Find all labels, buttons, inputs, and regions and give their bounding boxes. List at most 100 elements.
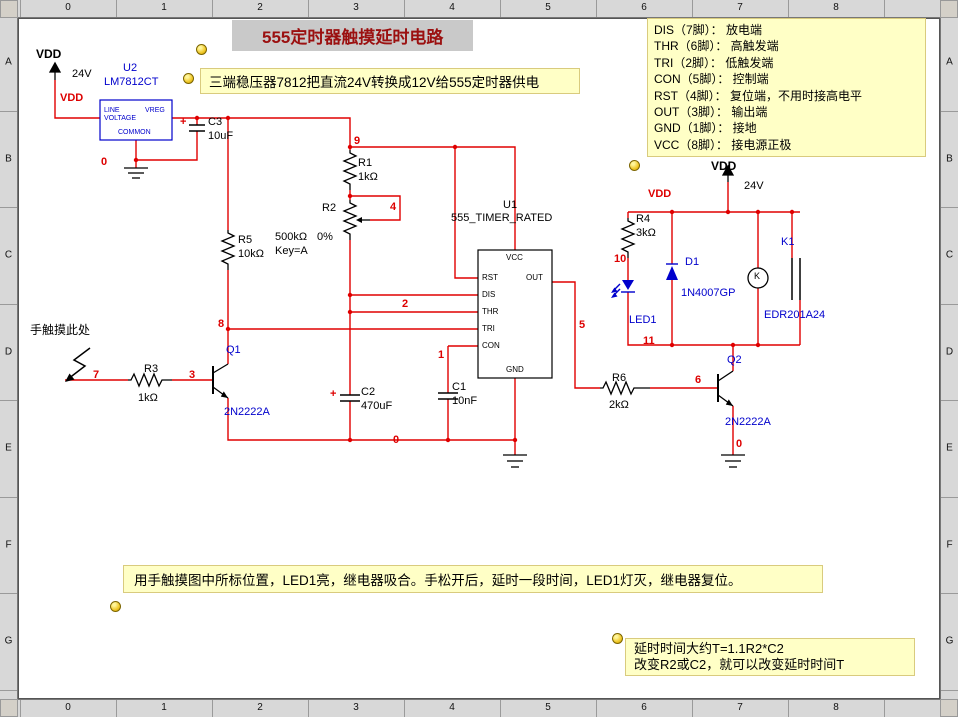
net-1[interactable]: 1	[438, 349, 445, 361]
d1-diode-symbol[interactable]	[666, 263, 678, 280]
net-label-vdd-right[interactable]: VDD	[648, 188, 672, 200]
r3-value[interactable]: 1kΩ	[138, 392, 158, 404]
u1-pin-gnd[interactable]: GND	[506, 365, 524, 374]
c3-symbol[interactable]	[189, 124, 205, 132]
c2-value[interactable]: 470uF	[361, 400, 393, 412]
u1-pin-out[interactable]: OUT	[526, 273, 543, 282]
vdd-left-name[interactable]: VDD	[36, 47, 62, 61]
ground-symbol-q2[interactable]	[721, 454, 745, 468]
q1-transistor-symbol[interactable]	[212, 363, 229, 399]
comment-pin-icon[interactable]	[629, 160, 640, 171]
k1-relay-symbol[interactable]	[747, 258, 801, 300]
c3-value[interactable]: 10uF	[208, 130, 234, 142]
r2-value[interactable]: 500kΩ	[275, 231, 308, 243]
vdd-right-voltage[interactable]: 24V	[744, 180, 764, 192]
r4-refdes[interactable]: R4	[636, 213, 651, 225]
schematic-title[interactable]: 555定时器触摸延时电路	[232, 20, 474, 51]
q2-part[interactable]: 2N2222A	[725, 416, 771, 428]
u1-pin-vcc[interactable]: VCC	[506, 253, 523, 262]
vdd-power-symbol-right[interactable]	[721, 164, 735, 182]
u2-pin-common[interactable]: COMMON	[118, 129, 151, 136]
net-2[interactable]: 2	[402, 298, 409, 310]
regulator-note[interactable]: 三端稳压器7812把直流24V转换成12V给555定时器供电	[200, 68, 580, 94]
r3-refdes[interactable]: R3	[144, 363, 159, 375]
u2-pin-line[interactable]: LINE	[104, 107, 120, 114]
r5-symbol[interactable]	[220, 230, 236, 270]
q1-part[interactable]: 2N2222A	[224, 406, 270, 418]
u1-pin-con[interactable]: CON	[482, 341, 500, 350]
d1-part[interactable]: 1N4007GP	[681, 287, 736, 299]
q1-refdes[interactable]: Q1	[226, 344, 241, 356]
vdd-left-voltage[interactable]: 24V	[72, 68, 92, 80]
ground-symbol-u2[interactable]	[124, 167, 148, 179]
u1-555-body[interactable]	[477, 249, 553, 379]
q2-refdes[interactable]: Q2	[727, 354, 742, 366]
c2-symbol[interactable]	[340, 394, 360, 402]
net-0-q2[interactable]: 0	[736, 438, 743, 450]
r2-key[interactable]: Key=A	[275, 245, 308, 257]
net-10[interactable]: 10	[614, 253, 627, 265]
r6-symbol[interactable]	[600, 380, 650, 396]
r4-value[interactable]: 3kΩ	[636, 227, 656, 239]
net-11[interactable]: 11	[643, 335, 655, 347]
net-4[interactable]: 4	[390, 201, 397, 213]
c2-refdes[interactable]: C2	[361, 386, 376, 398]
r2-percent[interactable]: 0%	[317, 231, 333, 243]
d1-refdes[interactable]: D1	[685, 256, 700, 268]
comment-pin-icon[interactable]	[110, 601, 121, 612]
net-5[interactable]: 5	[579, 319, 586, 331]
net-9[interactable]: 9	[354, 135, 361, 147]
u1-pin-tri[interactable]: TRI	[482, 324, 495, 333]
k1-refdes[interactable]: K1	[781, 236, 795, 248]
comment-pin-icon[interactable]	[612, 633, 623, 644]
c1-symbol[interactable]	[438, 392, 458, 400]
vdd-right-name[interactable]: VDD	[711, 159, 737, 173]
u1-refdes[interactable]: U1	[503, 199, 518, 211]
led1-symbol[interactable]	[611, 280, 635, 298]
r5-refdes[interactable]: R5	[238, 234, 253, 246]
net-label-vdd-left[interactable]: VDD	[60, 92, 84, 104]
q2-transistor-symbol[interactable]	[717, 370, 734, 407]
touch-here-label[interactable]: 手触摸此处	[30, 323, 91, 337]
usage-note[interactable]: 用手触摸图中所标位置，LED1亮，继电器吸合。手松开后，延时一段时间，LED1灯…	[123, 565, 823, 593]
comment-pin-icon[interactable]	[196, 44, 207, 55]
c3-refdes[interactable]: C3	[208, 116, 223, 128]
u2-pin-vreg[interactable]: VREG	[145, 107, 165, 114]
c1-value[interactable]: 10nF	[452, 395, 478, 407]
net-0-u2[interactable]: 0	[101, 156, 108, 168]
u2-regulator-body[interactable]	[99, 99, 173, 141]
r3-symbol[interactable]	[128, 372, 172, 388]
r1-refdes[interactable]: R1	[358, 157, 373, 169]
u1-part[interactable]: 555_TIMER_RATED	[451, 212, 553, 224]
touch-point-symbol[interactable]	[65, 347, 91, 382]
net-7[interactable]: 7	[93, 369, 100, 381]
vdd-power-symbol-left[interactable]	[48, 61, 62, 80]
net-3[interactable]: 3	[189, 369, 196, 381]
u1-pin-dis[interactable]: DIS	[482, 290, 496, 299]
r1-symbol[interactable]	[342, 150, 358, 190]
r5-value[interactable]: 10kΩ	[238, 248, 264, 260]
u2-refdes[interactable]: U2	[123, 62, 138, 74]
net-0-mid[interactable]: 0	[393, 434, 400, 446]
r6-refdes[interactable]: R6	[612, 372, 627, 384]
r2-refdes[interactable]: R2	[322, 202, 337, 214]
c3-plus[interactable]: +	[180, 116, 187, 128]
u1-pin-thr[interactable]: THR	[482, 307, 499, 316]
ground-symbol-u1[interactable]	[503, 454, 527, 468]
r1-value[interactable]: 1kΩ	[358, 171, 378, 183]
u2-pin-voltage[interactable]: VOLTAGE	[104, 115, 137, 122]
k1-part[interactable]: EDR201A24	[764, 309, 826, 321]
net-6[interactable]: 6	[695, 374, 702, 386]
comment-pin-icon[interactable]	[183, 73, 194, 84]
r4-symbol[interactable]	[620, 218, 636, 258]
net-8[interactable]: 8	[218, 318, 225, 330]
r6-value[interactable]: 2kΩ	[609, 399, 629, 411]
c1-refdes[interactable]: C1	[452, 381, 467, 393]
c2-plus[interactable]: +	[330, 388, 337, 400]
u1-pin-rst[interactable]: RST	[482, 273, 498, 282]
k1-coil-letter[interactable]: K	[754, 271, 761, 281]
r2-potentiometer-symbol[interactable]	[342, 200, 370, 240]
